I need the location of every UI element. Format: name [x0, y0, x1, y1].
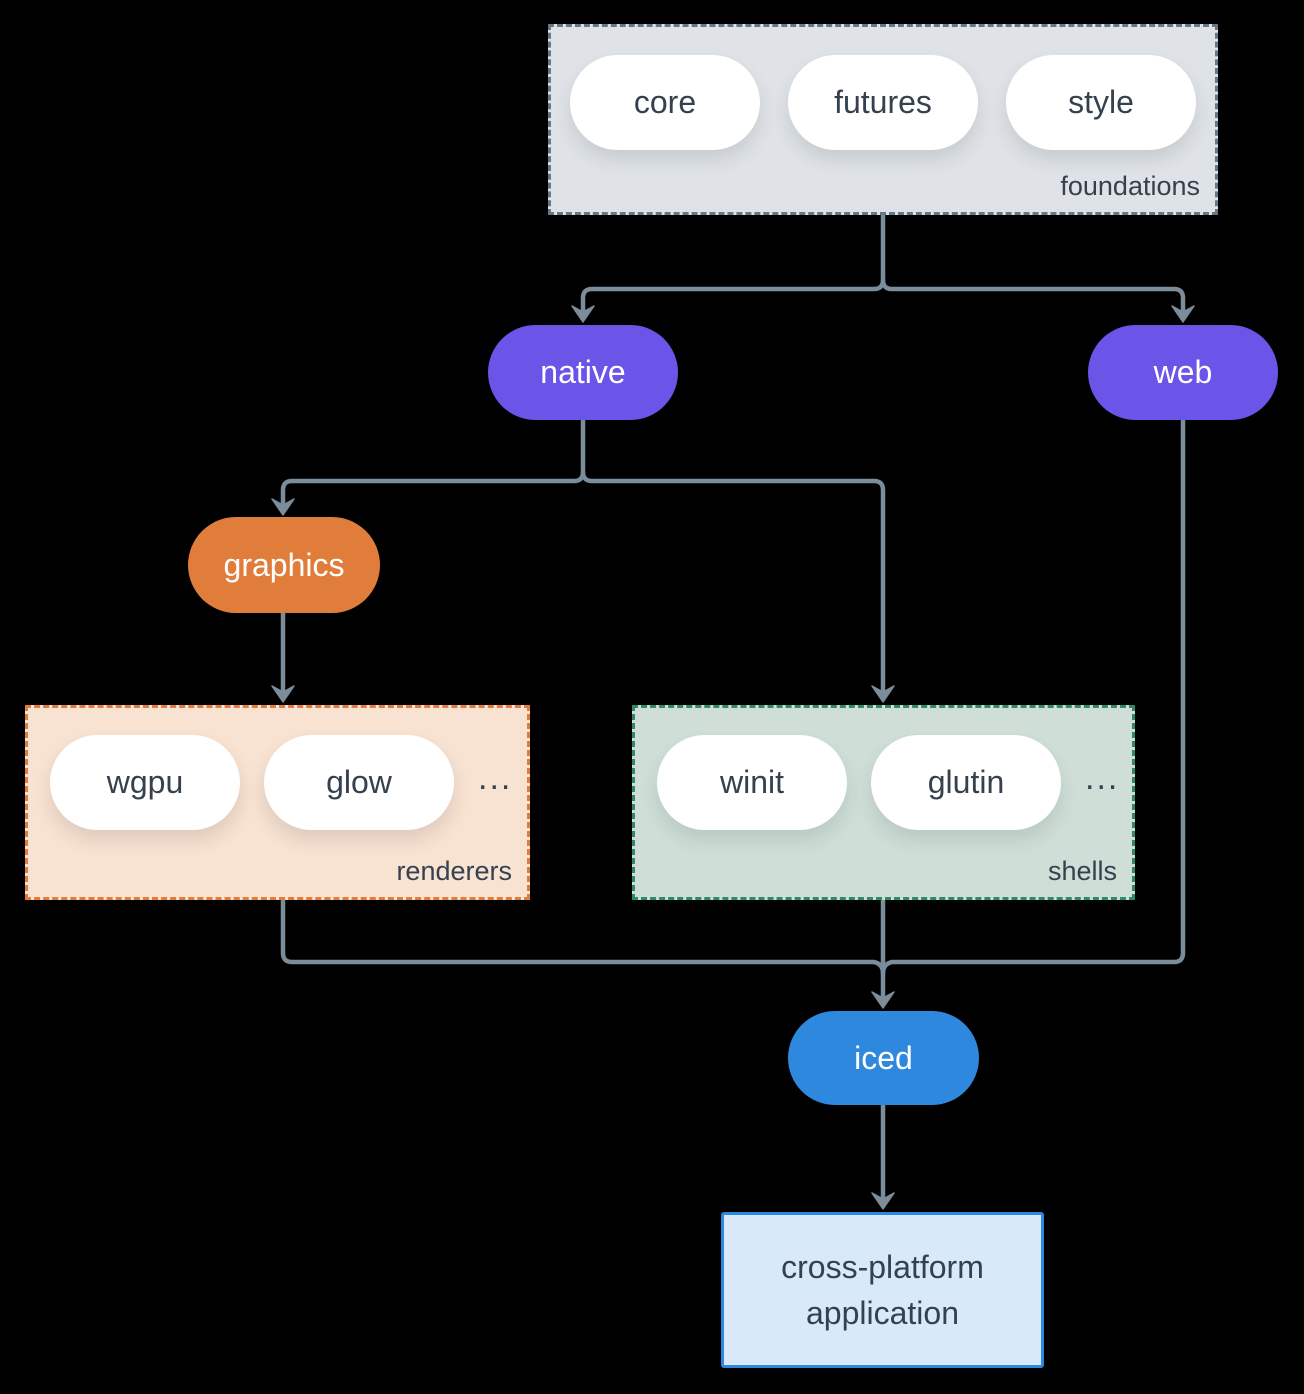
- edge-native-shells: [580, 469, 886, 693]
- node-core-label: core: [633, 84, 697, 120]
- node-core: core: [570, 55, 760, 150]
- node-cross-platform-application: cross-platform application: [721, 1212, 1044, 1368]
- node-graphics-label: graphics: [223, 546, 345, 583]
- arrowhead-web: [1171, 305, 1195, 323]
- node-native: native: [488, 325, 678, 420]
- arrowhead-application: [871, 1192, 895, 1210]
- node-style: style: [1006, 55, 1196, 150]
- node-wgpu: wgpu: [50, 735, 240, 830]
- node-glutin-label: glutin: [927, 764, 1005, 800]
- node-winit: winit: [657, 735, 847, 830]
- node-web: web: [1088, 325, 1278, 420]
- node-iced-label: iced: [854, 1039, 913, 1076]
- edge-foundations-native: [580, 212, 886, 313]
- arrowhead-native: [571, 305, 595, 323]
- edge-renderers-iced: [280, 897, 886, 976]
- shells-ellipsis: ...: [1085, 759, 1120, 797]
- group-foundations: core futures style foundations: [548, 24, 1218, 215]
- shells-group-label: shells: [1047, 856, 1117, 886]
- arrowhead-shells: [871, 685, 895, 703]
- group-renderers: wgpu glow ... renderers: [25, 705, 530, 900]
- node-cross-platform-application-label: cross-platform application: [781, 1248, 984, 1331]
- node-winit-label: winit: [719, 764, 784, 800]
- node-graphics: graphics: [188, 517, 380, 613]
- node-glutin: glutin: [871, 735, 1061, 830]
- renderers-group-label: renderers: [396, 856, 512, 886]
- node-web-label: web: [1153, 354, 1213, 390]
- renderers-ellipsis: ...: [478, 759, 513, 797]
- foundations-group-label: foundations: [1060, 171, 1200, 201]
- arrowhead-graphics: [271, 498, 295, 516]
- renderers-pills: wgpu glow ...: [28, 735, 527, 830]
- node-style-label: style: [1068, 84, 1134, 120]
- node-iced: iced: [788, 1011, 979, 1105]
- shells-pills: winit glutin ...: [635, 735, 1132, 830]
- node-wgpu-label: wgpu: [106, 764, 184, 800]
- node-futures-label: futures: [834, 84, 932, 120]
- foundations-pills: core futures style: [551, 55, 1215, 150]
- arrowhead-iced: [871, 991, 895, 1009]
- node-futures: futures: [788, 55, 978, 150]
- group-shells: winit glutin ... shells: [632, 705, 1135, 900]
- node-glow: glow: [264, 735, 454, 830]
- edge-foundations-web: [880, 277, 1186, 313]
- arrowhead-renderers: [271, 685, 295, 703]
- node-native-label: native: [540, 354, 626, 390]
- node-glow-label: glow: [326, 764, 392, 800]
- edge-native-graphics: [280, 417, 586, 506]
